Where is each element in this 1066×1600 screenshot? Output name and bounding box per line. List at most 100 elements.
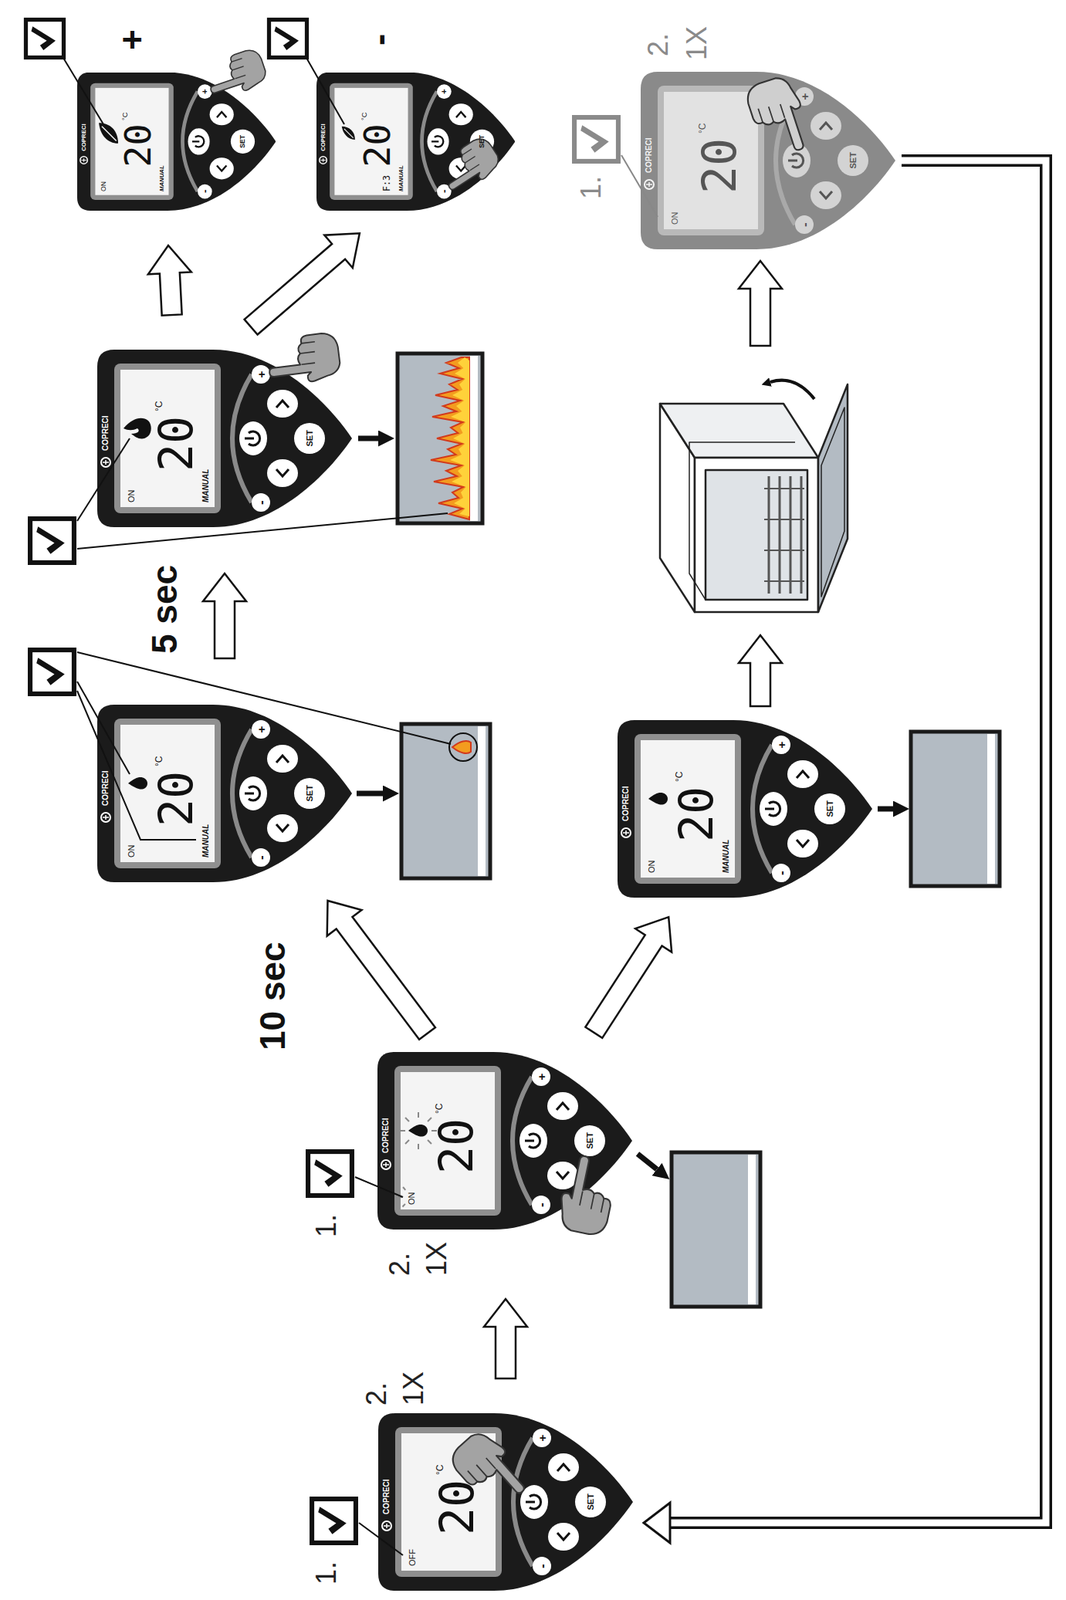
- logo-mark: [644, 179, 654, 190]
- blink-ray: [417, 1143, 420, 1150]
- remote-housing: [617, 720, 873, 898]
- text-holder: +: [775, 741, 788, 749]
- button-label: +: [536, 1434, 549, 1442]
- right-button: [810, 111, 842, 140]
- left-chevron: [796, 839, 809, 847]
- right-button: [267, 389, 298, 418]
- text-holder: 20: [359, 123, 396, 167]
- hollow-arrow: [244, 233, 360, 335]
- flow-arrow: [585, 917, 672, 1039]
- step-label: 1X: [683, 26, 711, 61]
- eco-flame-icon: [98, 122, 119, 144]
- plus-button: [771, 735, 791, 755]
- right-chevron: [819, 122, 833, 130]
- mode-text: MANUAL: [202, 469, 210, 503]
- remote-drawing: [77, 72, 276, 211]
- mode-text: MANUAL: [398, 165, 405, 192]
- brand-logo: COPRECI: [81, 123, 88, 152]
- blink-ray: [427, 1140, 432, 1144]
- left-chevron: [556, 1171, 569, 1179]
- leader-line: [358, 1522, 403, 1556]
- fireplace-illustration: [659, 380, 848, 613]
- eco-flame-icon: [341, 126, 356, 140]
- button-label: -: [254, 500, 268, 505]
- hollow-arrow: [203, 573, 247, 659]
- display-bezel: [329, 83, 413, 200]
- flame-icon: [123, 418, 152, 440]
- step-label: 5 sec: [146, 565, 183, 654]
- checkbox-icon: [26, 20, 619, 1544]
- status-text: ON: [670, 212, 680, 226]
- leader-line: [77, 652, 451, 745]
- leader-line: [63, 57, 104, 125]
- fireplace-window: [747, 1154, 756, 1305]
- right-button: [209, 103, 234, 126]
- hollow-arrow: [148, 245, 192, 316]
- button-label: SET: [239, 135, 247, 149]
- text-holder: 2.: [385, 1252, 414, 1276]
- remote-drawing: [617, 720, 873, 898]
- status-text: ON: [407, 1192, 417, 1206]
- checkbox-icon: [574, 117, 619, 162]
- fireplace-window: [397, 353, 483, 524]
- pointing-hand: [202, 47, 814, 1516]
- button-label: SET: [305, 785, 315, 802]
- text-holder: ON: [647, 860, 657, 874]
- logo-mark: [320, 158, 325, 163]
- button-label: SET: [478, 135, 486, 149]
- step-arrow: [738, 260, 782, 346]
- set-button: [294, 423, 325, 454]
- right-button: [449, 103, 474, 126]
- right-chevron: [796, 771, 809, 779]
- status-text: ON: [100, 181, 108, 192]
- text-holder: ON: [127, 845, 136, 859]
- text-holder: 2.: [644, 33, 673, 57]
- pointing-hand: [265, 331, 342, 387]
- text-holder: +: [535, 1073, 548, 1081]
- display-screen: [120, 724, 215, 863]
- unit-text: °C: [435, 1465, 445, 1476]
- temperature-value: 20: [696, 138, 743, 194]
- logo-mark: [81, 158, 86, 163]
- plus-button: [532, 1428, 552, 1448]
- set-button: [294, 778, 325, 809]
- text-holder: 20: [696, 138, 743, 194]
- power-symbol: [524, 1133, 541, 1148]
- button-label: +: [255, 726, 268, 734]
- blink-ray: [402, 1204, 406, 1208]
- display-bezel: [634, 734, 742, 884]
- text-holder: SET: [849, 152, 858, 169]
- pointing-hand: [446, 1425, 534, 1516]
- text-holder: MANUAL: [202, 469, 210, 503]
- pointing-hand: [555, 1153, 620, 1238]
- display-screen: [334, 87, 408, 196]
- button-label: SET: [305, 429, 315, 447]
- text-holder: COPRECI: [382, 1117, 390, 1154]
- logo-mark: [102, 460, 109, 465]
- text-holder: +: [255, 371, 268, 379]
- text-holder: °C: [697, 123, 708, 134]
- text-holder: SET: [305, 785, 315, 802]
- fireplace-illustration: [821, 407, 845, 597]
- text-holder: +: [798, 93, 811, 101]
- right-chevron: [456, 111, 466, 118]
- minus-button: [251, 848, 271, 867]
- step-label: 2.: [385, 1252, 414, 1276]
- fireplace-window: [477, 726, 486, 877]
- button-label: SET: [585, 1132, 595, 1149]
- eco-flame-icon: [344, 128, 354, 139]
- power-symbol: [244, 786, 261, 801]
- text-holder: SET: [825, 800, 835, 817]
- fireplace-window: [397, 353, 1000, 1307]
- leader-line: [77, 513, 448, 549]
- display-bezel: [114, 363, 221, 514]
- right-button: [787, 760, 819, 789]
- set-button: [574, 1125, 606, 1157]
- text-holder: -: [254, 500, 268, 505]
- step-label: 10 sec: [254, 941, 291, 1051]
- pointing-hand: [435, 134, 505, 198]
- fireplace-illustration: [768, 476, 802, 594]
- flow-arrow: [244, 233, 360, 335]
- temperature-value: 20: [359, 123, 396, 167]
- step-label: 1.: [312, 1561, 341, 1585]
